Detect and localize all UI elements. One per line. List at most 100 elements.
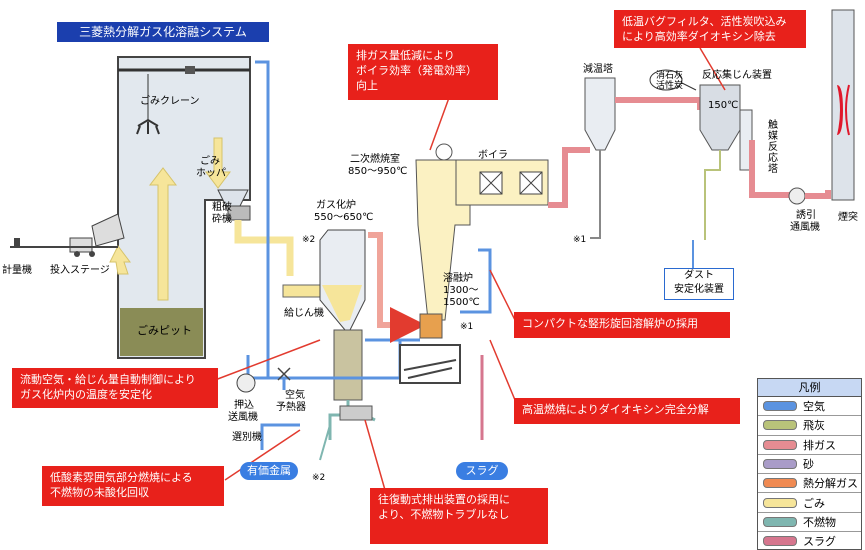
legend-swatch: [763, 459, 797, 470]
slag-pill: スラグ: [456, 462, 508, 480]
waste-down-arrow: [205, 137, 231, 189]
legend-title: 凡例: [758, 379, 861, 397]
x2-mark-top: ※2: [302, 235, 315, 245]
valuable-metal-pill: 有価金属: [240, 462, 298, 480]
feeder-label: 給じん機: [284, 306, 324, 319]
x2-mark-bottom: ※2: [312, 473, 325, 483]
air-heater-valve: [277, 367, 291, 381]
legend: 凡例 空気飛灰排ガス砂熱分解ガスごみ不燃物スラグ: [757, 378, 862, 550]
pit-label: ごみピット: [137, 323, 192, 337]
x1-mark-melter: ※1: [460, 322, 473, 332]
callout-line: 流動空気・給じん量自動制御により: [20, 373, 196, 386]
exhaust-to-stack: [805, 190, 831, 199]
legend-swatch: [763, 420, 797, 431]
callout-line: 低温バグフィルタ、活性炭吹込み: [622, 15, 787, 28]
diagram-title: 三菱熱分解ガス化溶融システム: [57, 22, 269, 42]
crusher-label: 粗破砕機: [212, 200, 232, 225]
legend-rows: 空気飛灰排ガス砂熱分解ガスごみ不燃物スラグ: [758, 397, 861, 550]
pit-dump-arrow: [109, 245, 131, 275]
legend-label: 飛灰: [803, 419, 825, 433]
scale-label: 計量機: [2, 263, 32, 276]
stage-label: 投入ステージ: [50, 263, 110, 276]
filter-label: 反応集じん装置: [702, 68, 772, 81]
hopper-label: ごみホッパ: [196, 154, 226, 179]
discharge-unit: [339, 405, 373, 421]
callout-line: 排ガス量低減により: [356, 49, 455, 62]
callout-line: ボイラ効率（発電効率）: [356, 64, 477, 77]
cooling-tower: [584, 77, 616, 151]
legend-label: ごみ: [803, 496, 825, 510]
air-heater-label: 空気予熱器: [276, 388, 306, 413]
legend-label: 熱分解ガス: [803, 477, 858, 491]
dust-label-line-2: 安定化装置: [674, 284, 724, 295]
pusher-fan: [236, 373, 256, 393]
melter-air-line: [460, 248, 492, 314]
legend-label: 砂: [803, 458, 814, 472]
callout-line: 往復動式排出装置の採用に: [378, 493, 510, 506]
pyrolysis-gas-line: [368, 232, 426, 343]
pusher-fan-label: 押込送風機: [228, 398, 258, 423]
boiler-label: ボイラ: [478, 149, 508, 161]
callout-line: より、不燃物トラブルなし: [378, 508, 510, 521]
crane-trolley: [185, 66, 195, 74]
feeder: [282, 284, 324, 298]
dust-stabilizer-box: ダスト 安定化装置: [664, 268, 734, 300]
metal-line: [260, 423, 300, 450]
legend-item: 砂: [758, 455, 861, 475]
callout-line: ガス化炉内の温度を安定化: [20, 388, 152, 401]
filter-temp-label: 150℃: [708, 100, 738, 111]
legend-swatch: [763, 401, 797, 412]
bag-filter: [699, 84, 741, 151]
legend-swatch: [763, 536, 797, 547]
callout-line: コンパクトな竪形旋回溶解炉の採用: [522, 317, 698, 330]
callout-line: 低酸素雰囲気部分燃焼による: [50, 471, 193, 484]
legend-swatch: [763, 439, 797, 450]
dust-label-line-1: ダスト: [684, 270, 714, 281]
callout-discharge: 往復動式排出装置の採用により、不燃物トラブルなし: [370, 488, 548, 544]
legend-swatch: [763, 478, 797, 489]
legend-item: 排ガス: [758, 436, 861, 455]
gasifier-bed: [333, 329, 363, 401]
induced-fan: [788, 187, 806, 205]
legend-item: 飛灰: [758, 416, 861, 436]
crane-grab: [136, 118, 160, 135]
callout-bag-filter: 低温バグフィルタ、活性炭吹込みにより高効率ダイオキシン除去: [614, 10, 806, 48]
legend-swatch: [763, 497, 797, 508]
callout-line: により高効率ダイオキシン除去: [622, 30, 776, 43]
x1-mark-right: ※1: [573, 235, 586, 245]
callout-gasifier: 流動空気・給じん量自動制御によりガス化炉内の温度を安定化: [12, 368, 218, 408]
callout-line: 向上: [356, 79, 378, 92]
callout-line: 高温燃焼によりダイオキシン完全分解: [522, 403, 709, 416]
callout-line: 不燃物の未酸化回収: [50, 486, 149, 499]
crane-label: ごみクレーン: [140, 94, 200, 107]
pit-floor: [120, 308, 203, 356]
pit-building: [117, 56, 251, 359]
feed-chute: [234, 220, 294, 276]
catalyst-label: 触媒反応塔: [768, 118, 778, 175]
legend-label: 空気: [803, 400, 825, 414]
legend-swatch: [763, 516, 797, 527]
legend-label: 排ガス: [803, 438, 836, 452]
legend-label: スラグ: [803, 535, 836, 549]
stack: [831, 9, 855, 201]
legend-item: ごみ: [758, 493, 861, 513]
exhaust-gas-line-3: [749, 140, 790, 198]
legend-item: 熱分解ガス: [758, 474, 861, 494]
fan-label: 誘引通風機: [790, 208, 820, 233]
callout-melter: コンパクトな竪形旋回溶解炉の採用: [514, 312, 730, 338]
separator-label: 選別機: [232, 430, 262, 443]
legend-item: 不燃物: [758, 513, 861, 533]
stack-label: 煙突: [838, 210, 858, 223]
callout-low-oxygen: 低酸素雰囲気部分燃焼による不燃物の未酸化回収: [42, 466, 224, 506]
cooling-tower-label: 減温塔: [583, 62, 613, 75]
legend-item: 空気: [758, 397, 861, 417]
callout-boiler: 排ガス量低減によりボイラ効率（発電効率） 向上: [348, 44, 498, 100]
legend-label: 不燃物: [803, 515, 836, 529]
legend-item: スラグ: [758, 532, 861, 550]
waste-up-arrow: [148, 167, 178, 301]
exhaust-gas-line: [548, 147, 590, 208]
exhaust-gas-line-2: [615, 97, 703, 110]
